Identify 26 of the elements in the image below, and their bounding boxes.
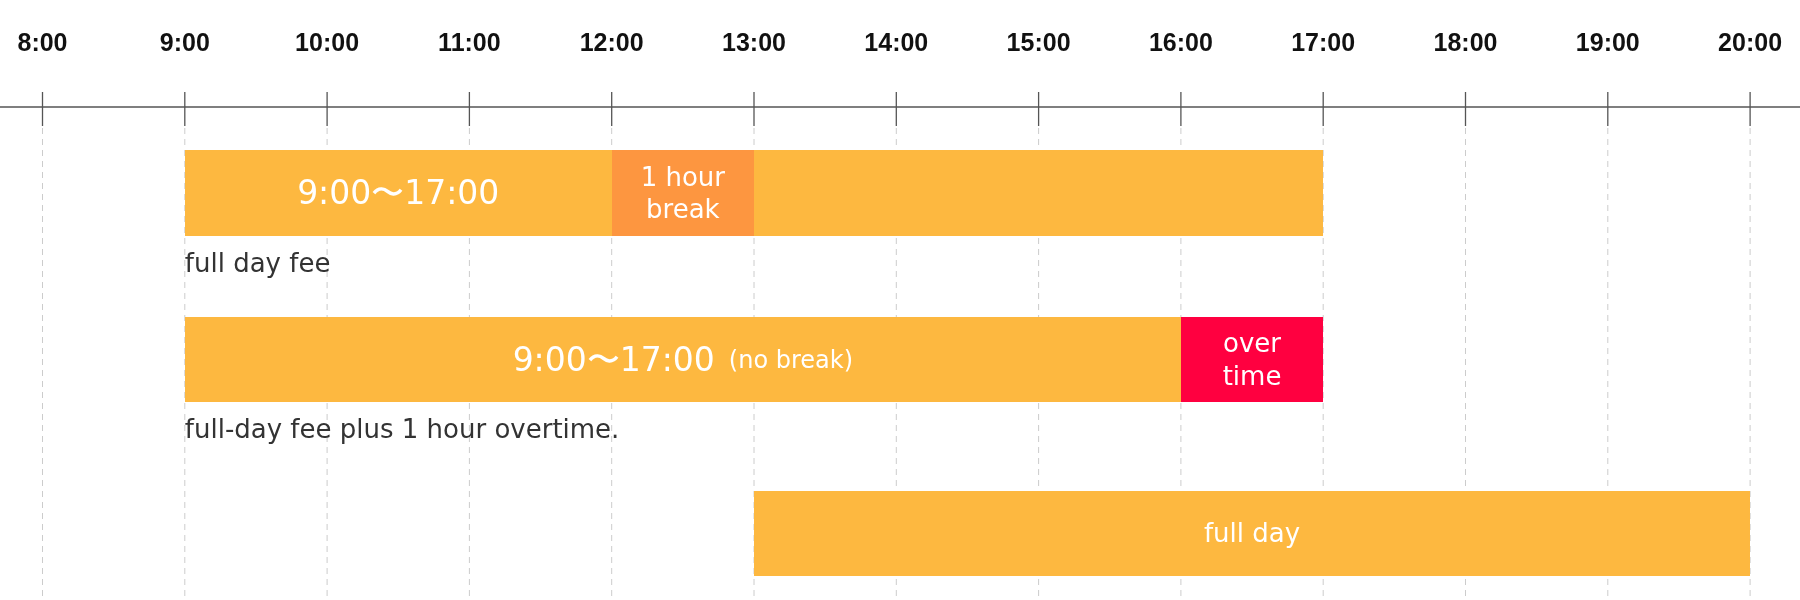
time-label: 20:00 (1718, 28, 1783, 57)
time-label: 15:00 (1006, 28, 1071, 57)
time-bar (611, 150, 754, 236)
bar-label: 1 hour break (639, 160, 726, 226)
time-label: 19:00 (1575, 28, 1640, 57)
time-label: 13:00 (722, 28, 786, 57)
time-label: 11:00 (438, 28, 501, 57)
time-label: 16:00 (1148, 28, 1213, 57)
time-label: 14:00 (864, 28, 929, 57)
bar-caption: full day fee (184, 248, 331, 278)
time-label: 8:00 (17, 28, 68, 57)
bar-label: full day (1203, 517, 1301, 550)
time-bar (184, 150, 1324, 236)
bar-label: 9:00〜17:00 (297, 172, 500, 214)
time-label: 12:00 (579, 28, 644, 57)
time-bar (1180, 317, 1324, 402)
time-bar (754, 491, 1751, 576)
bar-label: over time (1221, 327, 1283, 392)
time-label: 9:00 (159, 28, 210, 57)
time-label: 17:00 (1291, 28, 1356, 57)
time-label: 10:00 (295, 28, 360, 57)
bar-label: (no break) (728, 344, 854, 375)
time-label: 18:00 (1433, 28, 1498, 57)
time-bar (184, 317, 1181, 402)
bar-caption: full-day fee plus 1 hour overtime. (184, 414, 620, 444)
bar-label: 9:00〜17:00 (512, 338, 715, 381)
